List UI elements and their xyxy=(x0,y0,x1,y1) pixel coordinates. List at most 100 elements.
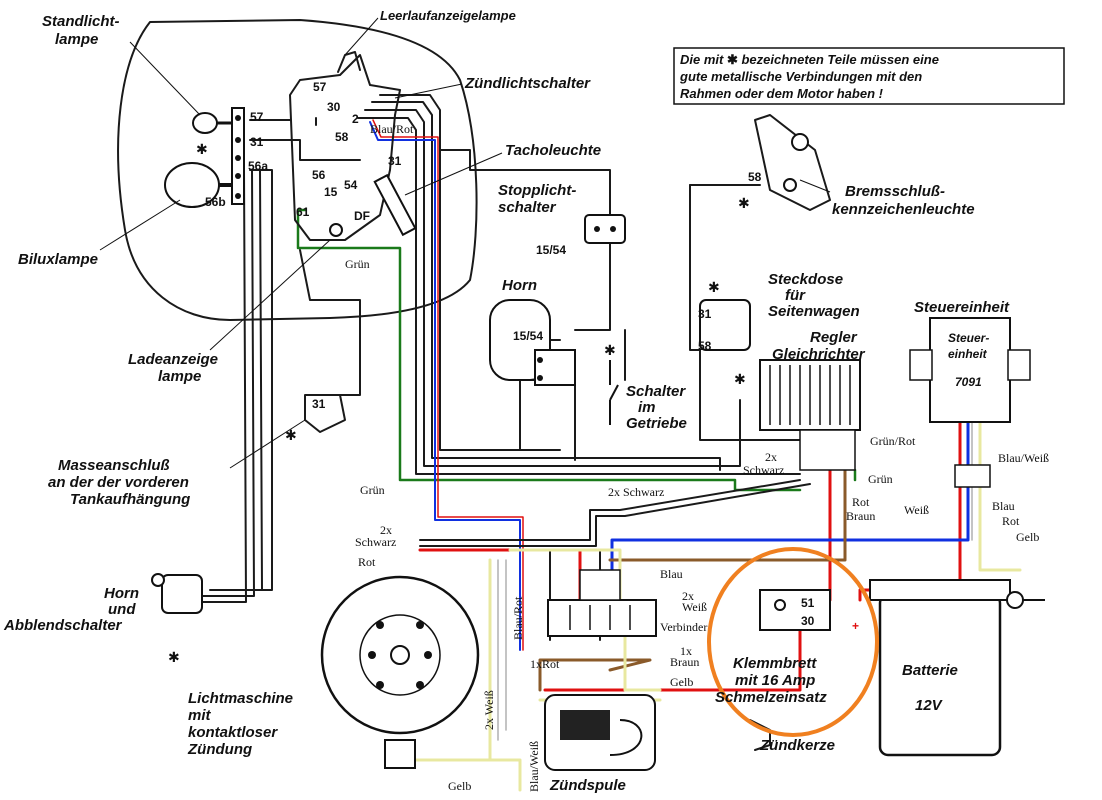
wire-label-blau-weiss: Blau/Weiß xyxy=(998,451,1049,465)
label-steck-3: Seitenwagen xyxy=(768,303,860,320)
label-schalter-2: im xyxy=(638,399,656,416)
pin-54: 54 xyxy=(344,178,358,192)
wire-label-gelb-steuer: Gelb xyxy=(1016,530,1039,544)
pin-plus: + xyxy=(852,619,859,633)
steuer-box-label1: Steuer- xyxy=(948,331,989,345)
ground-star-icon: ✱ xyxy=(708,281,720,296)
label-steck-2: für xyxy=(785,287,806,304)
steuer-box-label2: einheit xyxy=(948,347,988,361)
label-tacho: Tacholeuchte xyxy=(505,142,601,159)
pin-51: 51 xyxy=(801,596,815,610)
wire-label-2x-schwarz-a: 2x xyxy=(765,450,777,464)
ground-star-icon: ✱ xyxy=(734,373,746,388)
steckdose xyxy=(699,299,751,351)
label-horn-abbl-1: Horn xyxy=(104,585,139,602)
abblendschalter xyxy=(161,574,203,614)
ground-star-icon: ✱ xyxy=(723,52,741,67)
label-leerlauf: Leerlaufanzeigelampe xyxy=(380,8,516,23)
wire-label-gruen-left: Grün xyxy=(360,483,385,497)
ground-star-icon: ✱ xyxy=(168,651,180,666)
pin-1554-stopp: 15/54 xyxy=(536,243,566,257)
wire-label-gruen-rot: Grün/Rot xyxy=(870,434,916,448)
label-brems-2: kennzeichenleuchte xyxy=(832,201,975,218)
wire-label-blau: Blau xyxy=(992,499,1015,513)
pin-31-steck: 31 xyxy=(698,307,712,321)
wire-label-rot-regler: Rot xyxy=(852,495,870,509)
wire-label-1x-braun-a: 1x xyxy=(680,644,692,658)
label-licht-4: Zündung xyxy=(187,741,252,758)
klemmbrett xyxy=(759,589,831,631)
pin-30-klemm: 30 xyxy=(801,614,815,628)
pin-30: 30 xyxy=(327,100,341,114)
zuendkerze xyxy=(749,719,771,751)
label-masse-1: Masseanschluß xyxy=(58,457,170,474)
label-licht-3: kontaktloser xyxy=(188,724,278,741)
note-box xyxy=(673,47,1065,105)
note-line1: Die mit xyxy=(680,52,724,67)
steuer-box-label3: 7091 xyxy=(955,375,982,389)
note-line2: gute metallische Verbindungen mit den xyxy=(679,69,922,84)
yellow-gelb-wire xyxy=(398,758,522,792)
wire-label-2x-lm-a: 2x xyxy=(380,523,392,537)
label-horn-abbl-2: und xyxy=(108,601,136,618)
klemmbrett-highlight xyxy=(707,547,879,737)
ground-star-icon: ✱ xyxy=(738,197,750,212)
wire-label-rot-lm: Rot xyxy=(358,555,376,569)
wire-label-2x-weiss-a: 2x xyxy=(682,589,694,603)
pin-61: 61 xyxy=(296,205,310,219)
label-horn: Horn xyxy=(502,277,537,294)
steuereinheit-box xyxy=(929,317,1011,423)
wire-label-1x-braun-b: Braun xyxy=(670,655,699,669)
wire-label-1x-rot: 1xRot xyxy=(530,657,560,671)
label-standlicht-2: lampe xyxy=(55,31,98,48)
pin-DF: DF xyxy=(354,209,370,223)
label-klemm-1: Klemmbrett xyxy=(733,655,817,672)
label-standlicht-1: Standlicht- xyxy=(42,13,120,30)
label-schalter-3: Getriebe xyxy=(626,415,687,432)
wire-label-2x-schwarz-b: Schwarz xyxy=(743,463,784,477)
wire-label-gelb-spule: Gelb xyxy=(670,675,693,689)
svg-text:Die mit ✱ bezeichneten Teile m: Die mit ✱ bezeichneten Teile müssen eine xyxy=(680,52,939,67)
pin-57b: 57 xyxy=(313,80,327,94)
verbinder xyxy=(547,599,657,637)
pin-1554-horn: 15/54 xyxy=(513,329,543,343)
wire-label-blau-rot: Blau/Rot xyxy=(370,122,414,136)
label-klemm-3: Schmelzeinsatz xyxy=(715,689,827,706)
wire-label-rot-steuer: Rot xyxy=(1002,514,1020,528)
pin-31: 31 xyxy=(250,135,264,149)
label-ladeanz-1: Ladeanzeige xyxy=(128,351,218,368)
wire-label-2x-weiss-b: Weiß xyxy=(682,600,707,614)
wire-label-2x-lm-b: Schwarz xyxy=(355,535,396,549)
wire-label-blau-weiss-vert: Blau/Weiß xyxy=(527,741,541,792)
label-masse-2: an der der vorderen xyxy=(48,474,189,491)
label-licht-1: Lichtmaschine xyxy=(188,690,293,707)
label-verbinder: Verbinder xyxy=(660,620,707,634)
label-zuendspule: Zündspule xyxy=(549,777,626,794)
stopplicht-switch xyxy=(584,214,626,244)
brown-wire-2 xyxy=(538,658,652,692)
label-zuendkerze: Zündkerze xyxy=(759,737,835,754)
standlicht-bulb xyxy=(192,112,218,134)
wire-label-gruen-regler: Grün xyxy=(868,472,893,486)
pin-31-masse: 31 xyxy=(312,397,326,411)
wire-label-2x-schwarz: 2x Schwarz xyxy=(608,485,664,499)
brown-wire xyxy=(608,468,847,562)
tacho-lamp xyxy=(373,173,417,237)
pin-58-brems: 58 xyxy=(748,170,762,184)
zuendlicht-switch-body xyxy=(289,54,401,241)
label-zuendlicht: Zündlichtschalter xyxy=(464,75,591,92)
label-batterie-1: Batterie xyxy=(902,662,958,679)
pin-58-steck: 58 xyxy=(698,339,712,353)
wire-label-blau-verb: Blau xyxy=(660,567,683,581)
label-masse-3: Tankaufhängung xyxy=(70,491,190,508)
pin-58: 58 xyxy=(335,130,349,144)
wire-label-gelb-bottom: Gelb xyxy=(448,779,471,793)
green-wire xyxy=(296,208,802,492)
pin-15: 15 xyxy=(324,185,338,199)
wire-label-blau-rot-vert: Blau/Rot xyxy=(511,596,525,640)
label-horn-abbl-3: Abblendschalter xyxy=(3,617,123,634)
label-bilux: Biluxlampe xyxy=(18,251,98,268)
pin-56a: 56a xyxy=(248,159,268,173)
